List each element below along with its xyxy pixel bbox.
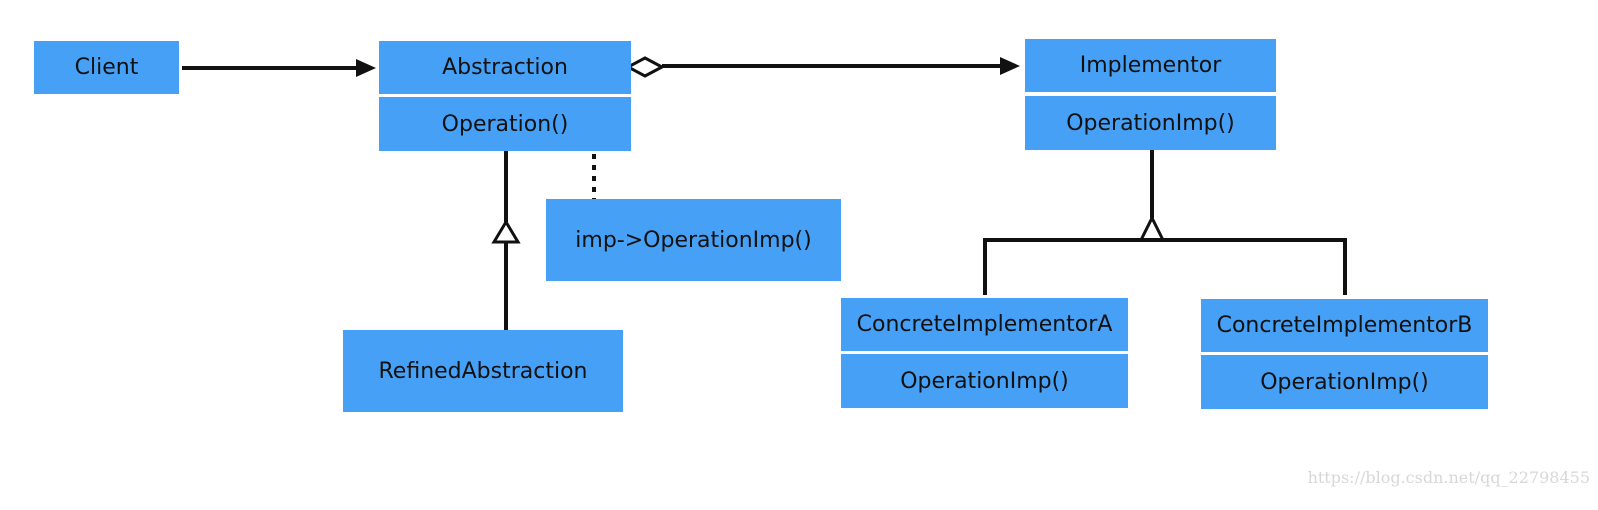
- concrete-implementor-a-name: ConcreteImplementorA: [841, 298, 1128, 351]
- refined-abstraction-box: RefinedAbstraction: [343, 330, 623, 412]
- inheritance-refined-to-abstraction: [491, 150, 521, 330]
- inheritance-open-arrow-icon: [1139, 214, 1165, 241]
- note-box: imp->OperationImp(): [546, 199, 841, 281]
- inheritance-triangle-icon: [491, 219, 521, 244]
- concrete-implementor-b-operation: OperationImp(): [1201, 355, 1488, 409]
- aggregation-arrow: [624, 56, 1020, 78]
- implementor-name: Implementor: [1025, 39, 1276, 92]
- abstraction-operation: Operation(): [379, 97, 631, 151]
- client-box: Client: [34, 41, 179, 94]
- client-to-abstraction-arrow: [182, 59, 376, 77]
- watermark: https://blog.csdn.net/qq_22798455: [1307, 468, 1590, 487]
- aggregation-diamond-icon: [624, 56, 666, 78]
- concrete-implementor-a-operation: OperationImp(): [841, 354, 1128, 408]
- implementor-operation: OperationImp(): [1025, 96, 1276, 150]
- concrete-implementor-b-name: ConcreteImplementorB: [1201, 299, 1488, 352]
- inheritance-concretes-to-implementor: [983, 150, 1347, 295]
- abstraction-name: Abstraction: [379, 41, 631, 94]
